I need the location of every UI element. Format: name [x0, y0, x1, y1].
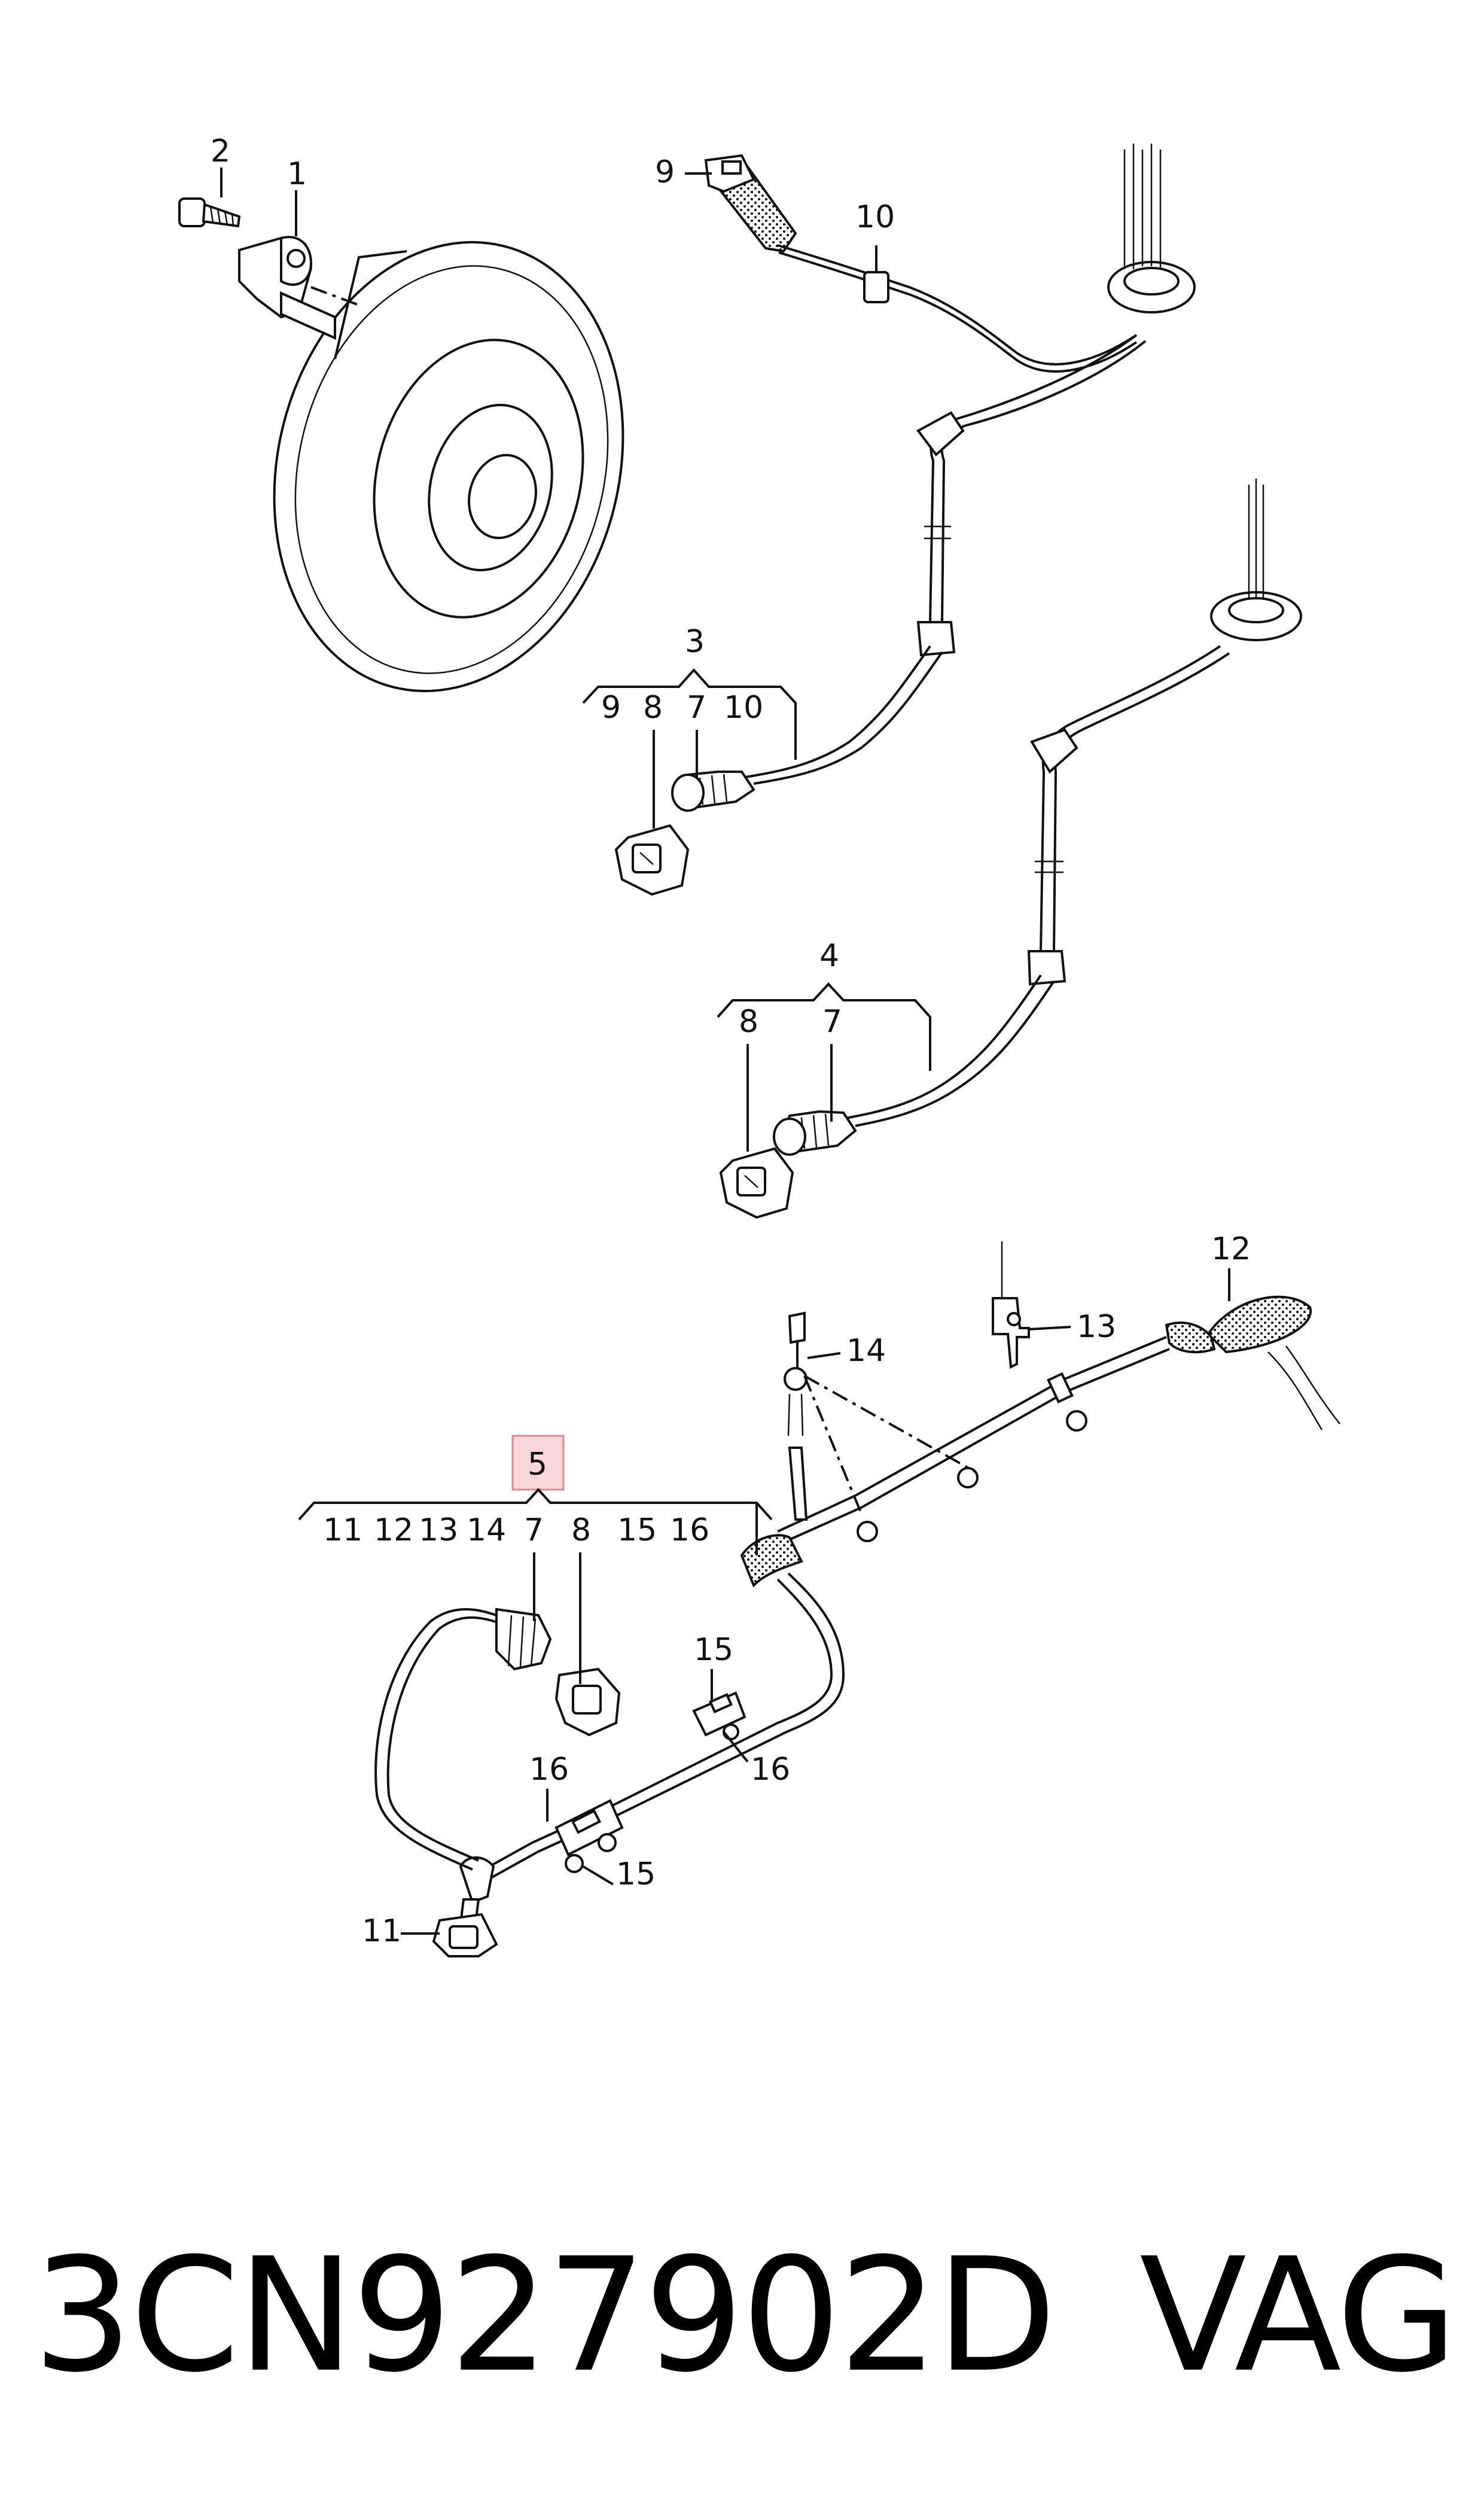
bolt-part-2 [178, 197, 241, 228]
speed-sensor-part-1 [238, 236, 359, 340]
label-group-5-8: 8 [571, 1512, 591, 1548]
label-group-5-15: 15 [617, 1512, 657, 1548]
group-4-bracket [717, 982, 931, 1071]
label-group-5-13: 13 [419, 1512, 458, 1548]
label-connector-11: 11 [362, 1913, 401, 1949]
leader-13 [1028, 1326, 1071, 1330]
label-group-4: 4 [819, 938, 839, 974]
label-clip-15-lower: 15 [616, 1856, 656, 1892]
label-group-3-7: 7 [687, 690, 706, 726]
brand-label: VAG [1139, 2224, 1458, 2407]
group-3-bracket [582, 668, 797, 760]
group-5-bracket [298, 1488, 773, 1555]
label-group-5-14: 14 [467, 1512, 506, 1548]
leader-15-lower [582, 1865, 614, 1886]
harness-lower [374, 1241, 1340, 1957]
label-part-2: 2 [211, 133, 230, 169]
brake-disc [273, 240, 624, 693]
label-part-12: 12 [1211, 1231, 1251, 1267]
harness-upper [614, 144, 1196, 896]
label-group-3-9: 9 [601, 690, 621, 726]
label-part-1: 1 [287, 156, 307, 192]
label-clip-15-upper: 15 [694, 1632, 733, 1668]
label-group-5-12: 12 [374, 1512, 413, 1548]
label-part-10: 10 [855, 199, 895, 235]
label-group-4-7: 7 [822, 1004, 842, 1040]
label-part-14: 14 [846, 1333, 886, 1369]
label-group-3-8: 8 [643, 690, 663, 726]
label-clip-16-upper: 16 [751, 1752, 790, 1788]
label-part-13: 13 [1077, 1309, 1116, 1345]
label-clip-16-lower: 16 [529, 1752, 569, 1788]
label-group-3-10: 10 [724, 690, 763, 726]
part-number: 3CN927902D [33, 2224, 1057, 2407]
label-group-3: 3 [685, 624, 705, 660]
leader-16-upper [723, 1731, 749, 1763]
harness-middle [719, 479, 1302, 1219]
label-group-4-8: 8 [739, 1004, 758, 1040]
leader-14 [807, 1352, 841, 1359]
label-group-5-11: 11 [323, 1512, 362, 1548]
label-part-9: 9 [655, 154, 675, 190]
label-group-5-7: 7 [524, 1512, 544, 1548]
label-group-5: 5 [528, 1447, 547, 1482]
label-group-5-16: 16 [670, 1512, 709, 1548]
